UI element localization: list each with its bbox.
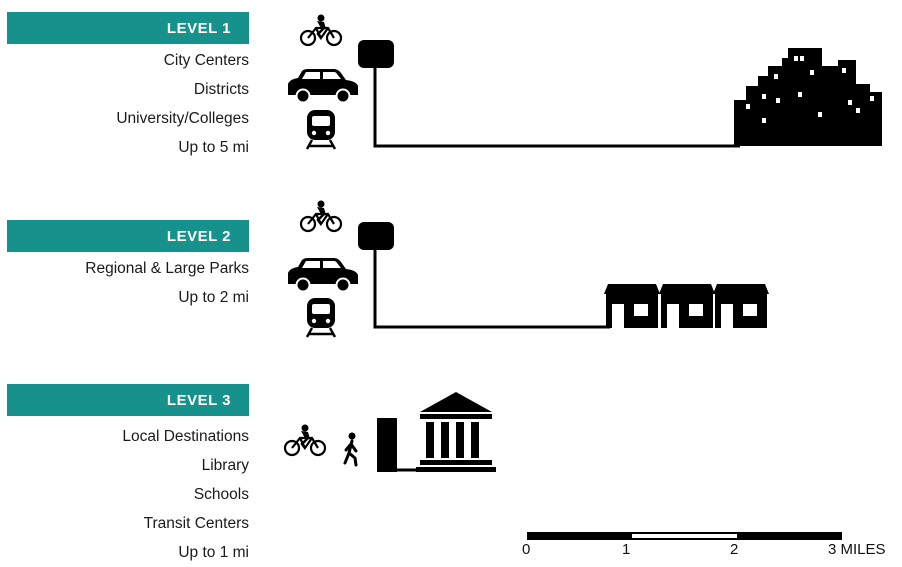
level-3-destinations: Local Destinations Library Schools Trans… — [122, 422, 249, 567]
destination-item: Library — [201, 457, 249, 474]
destination-item: City Centers — [163, 52, 249, 69]
level-2-badge: LEVEL 2 — [7, 220, 249, 252]
destination-item: Schools — [193, 486, 249, 503]
scale-label-0: 0 — [522, 541, 531, 558]
car-icon — [287, 68, 359, 104]
destination-item: Regional & Large Parks — [85, 260, 249, 277]
destination-item: University/Colleges — [116, 110, 249, 127]
destination-item: Transit Centers — [143, 515, 249, 532]
route-line — [373, 66, 740, 148]
sign-post-icon — [377, 418, 397, 472]
bicycle-icon — [299, 199, 343, 233]
route-line — [373, 248, 610, 329]
scale-bar — [527, 532, 842, 540]
level-1-title: LEVEL 1 — [166, 19, 231, 37]
destination-item: Up to 5 mi — [178, 139, 249, 156]
level-3-badge: LEVEL 3 — [7, 384, 249, 416]
train-icon — [305, 108, 337, 151]
bicycle-icon — [299, 13, 343, 47]
sign-post-icon — [358, 222, 394, 250]
destination-item: Up to 2 mi — [178, 289, 249, 306]
scale-label-1: 1 — [622, 541, 631, 558]
sign-post-icon — [358, 40, 394, 68]
scale-label-3: 3 MILES — [828, 541, 886, 558]
pedestrian-icon — [343, 431, 358, 467]
car-icon — [287, 257, 359, 293]
level-2-destinations: Regional & Large Parks Up to 2 mi — [85, 254, 249, 312]
scale-label-2: 2 — [730, 541, 739, 558]
level-2-title: LEVEL 2 — [166, 227, 231, 245]
bicycle-icon — [283, 423, 327, 457]
level-3-title: LEVEL 3 — [166, 391, 231, 409]
city-skyline-icon — [734, 48, 882, 146]
level-1-destinations: City Centers Districts University/Colleg… — [116, 46, 249, 162]
destination-item: Local Destinations — [122, 428, 249, 445]
level-1-badge: LEVEL 1 — [7, 12, 249, 44]
train-icon — [305, 296, 337, 339]
destination-item: Up to 1 mi — [178, 544, 249, 561]
destination-item: Districts — [193, 81, 249, 98]
houses-icon — [604, 284, 769, 328]
library-building-icon — [416, 392, 496, 472]
